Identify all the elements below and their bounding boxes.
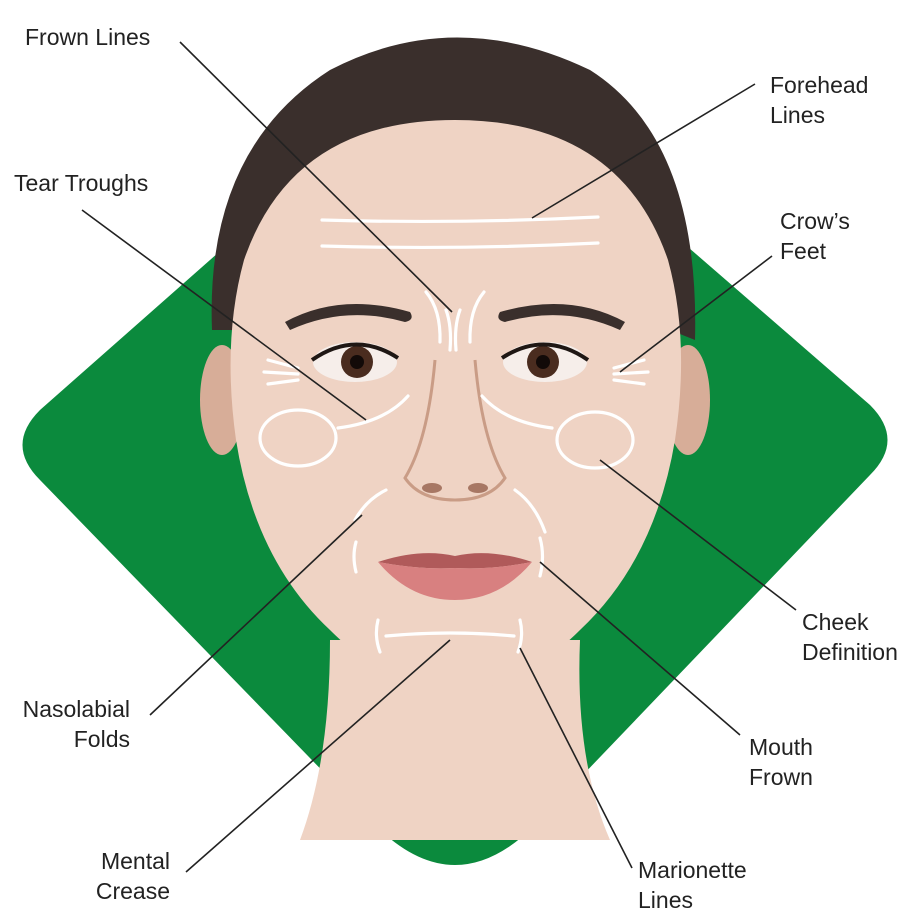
label-marionette-lines-line1: Marionette — [638, 855, 747, 885]
label-cheek-definition-line2: Definition — [802, 637, 898, 667]
label-cheek-definition: Cheek Definition — [802, 607, 898, 667]
label-marionette-lines: Marionette Lines — [638, 855, 747, 915]
label-cheek-definition-line1: Cheek — [802, 607, 898, 637]
label-mouth-frown-line2: Frown — [749, 762, 813, 792]
label-mental-crease-line2: Crease — [60, 876, 170, 906]
crows-right-2 — [614, 372, 648, 374]
label-crows-feet: Crow’s Feet — [780, 206, 850, 266]
label-crows-feet-line2: Feet — [780, 236, 850, 266]
crows-left-2 — [264, 372, 298, 374]
label-mental-crease-line1: Mental — [60, 846, 170, 876]
label-nasolabial-folds: Nasolabial Folds — [6, 694, 130, 754]
label-tear-troughs: Tear Troughs — [14, 168, 148, 198]
right-pupil — [536, 355, 550, 369]
nostril-right — [468, 483, 488, 493]
nostril-left — [422, 483, 442, 493]
label-mouth-frown-line1: Mouth — [749, 732, 813, 762]
left-pupil — [350, 355, 364, 369]
label-forehead-lines-line1: Forehead — [770, 70, 868, 100]
label-crows-feet-line1: Crow’s — [780, 206, 850, 236]
label-frown-lines-line1: Frown Lines — [25, 22, 150, 52]
label-mouth-frown: Mouth Frown — [749, 732, 813, 792]
label-nasolabial-folds-line2: Folds — [6, 724, 130, 754]
label-tear-troughs-line1: Tear Troughs — [14, 168, 148, 198]
label-mental-crease: Mental Crease — [60, 846, 170, 906]
label-marionette-lines-line2: Lines — [638, 885, 747, 915]
label-frown-lines: Frown Lines — [25, 22, 150, 52]
label-forehead-lines-line2: Lines — [770, 100, 868, 130]
label-nasolabial-folds-line1: Nasolabial — [6, 694, 130, 724]
label-forehead-lines: Forehead Lines — [770, 70, 868, 130]
